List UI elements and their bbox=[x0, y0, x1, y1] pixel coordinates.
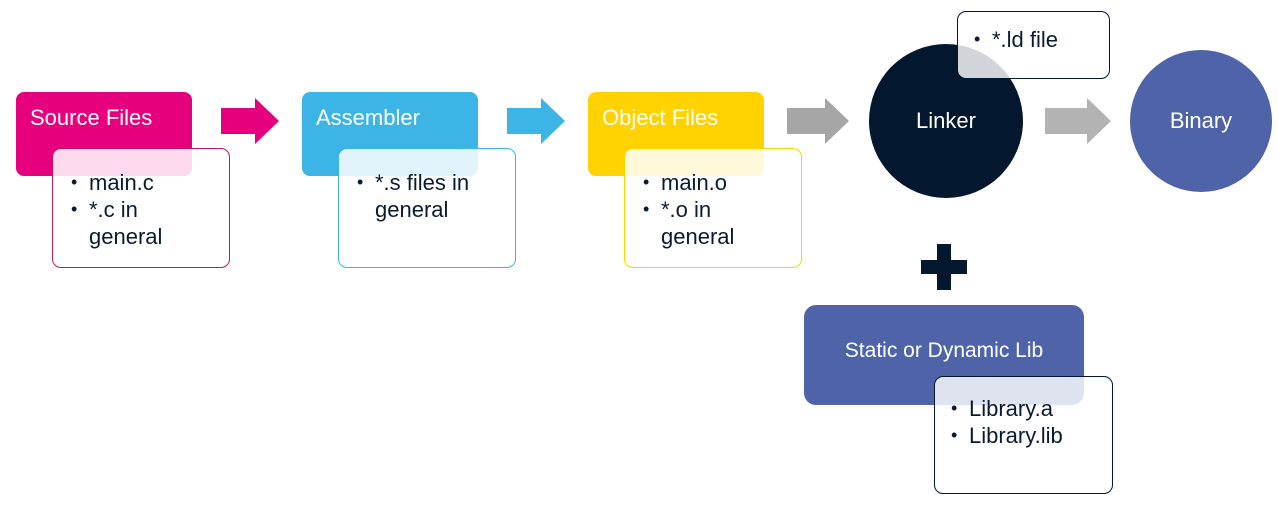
linker-title: Linker bbox=[916, 108, 976, 133]
arrow-right-icon bbox=[787, 98, 849, 144]
linker-note-item: *.ld file bbox=[970, 26, 1101, 53]
source-files-title: Source Files bbox=[30, 105, 153, 130]
assembler-note: *.s files in general bbox=[338, 148, 516, 268]
library-note: Library.a Library.lib bbox=[934, 376, 1113, 494]
source-files-note: main.c *.c in general bbox=[52, 148, 230, 268]
binary-circle: Binary bbox=[1130, 50, 1272, 192]
object-files-note: main.o *.o in general bbox=[624, 148, 802, 268]
object-item-1: main.o bbox=[639, 169, 793, 196]
source-item-2: *.c in general bbox=[67, 196, 221, 250]
assembler-title: Assembler bbox=[316, 105, 420, 130]
object-item-2: *.o in general bbox=[639, 196, 793, 250]
arrow-right-icon bbox=[1045, 98, 1111, 144]
arrow-right-icon bbox=[221, 98, 279, 144]
library-item-2: Library.lib bbox=[947, 422, 1104, 449]
object-files-title: Object Files bbox=[602, 105, 719, 130]
assembler-item-1: *.s files in general bbox=[353, 169, 507, 223]
linker-note: *.ld file bbox=[957, 11, 1110, 79]
plus-icon bbox=[921, 244, 967, 290]
source-item-1: main.c bbox=[67, 169, 221, 196]
library-title: Static or Dynamic Lib bbox=[844, 339, 1044, 362]
arrow-right-icon bbox=[507, 98, 565, 144]
library-item-1: Library.a bbox=[947, 395, 1104, 422]
binary-title: Binary bbox=[1169, 108, 1233, 133]
